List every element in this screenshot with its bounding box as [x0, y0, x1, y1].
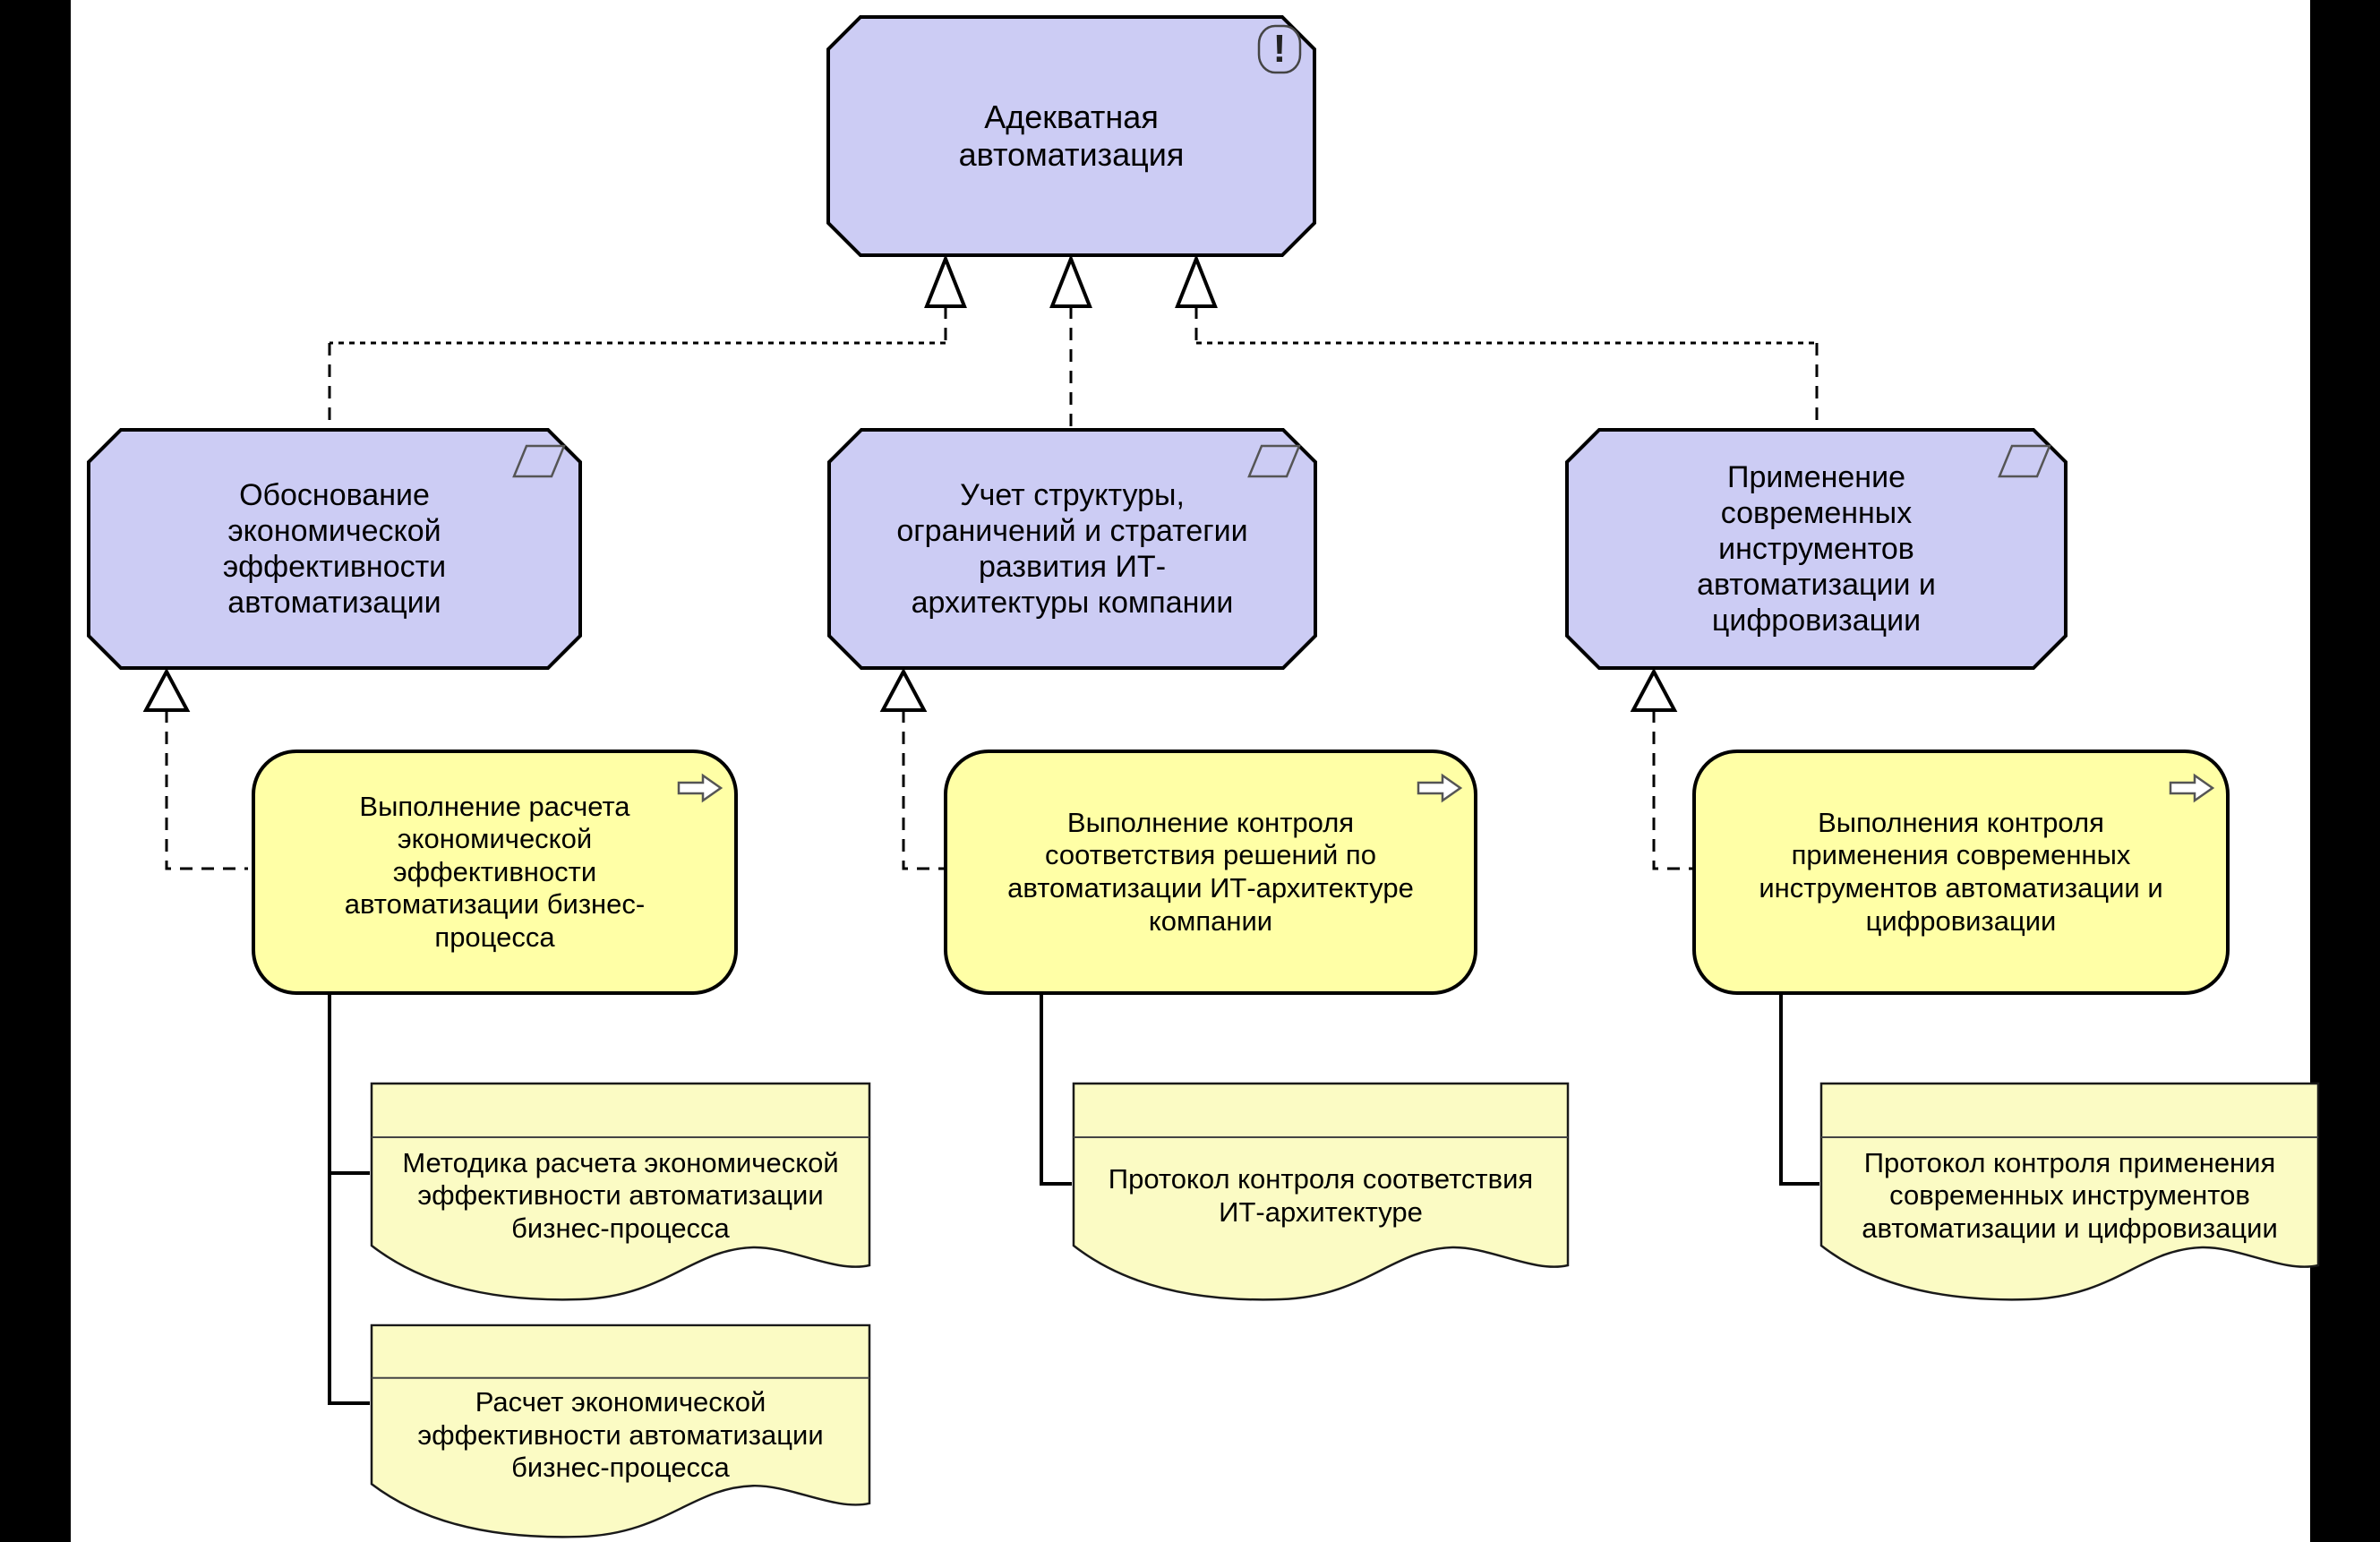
work-package-arrow-icon [1417, 773, 1463, 803]
principle-node[interactable]: ! Адекватная автоматизация [826, 15, 1316, 257]
deliverable-node-architecture-protocol[interactable]: Протокол контроля соответствия ИТ-архите… [1072, 1082, 1570, 1301]
realization-line-wp1-req1 [165, 710, 248, 870]
hollow-triangle-arrowhead [879, 667, 928, 712]
work-package-node-compliance-control[interactable]: Выполнение контроля соответствия решений… [944, 750, 1477, 995]
svg-text:!: ! [1273, 27, 1287, 71]
requirement-node-architecture[interactable]: Учет структуры, ограничений и стратегии … [827, 428, 1317, 670]
work-package-rounded-shape [944, 750, 1477, 995]
requirement-node-economic[interactable]: Обоснование экономической эффективности … [87, 428, 582, 670]
deliverable-node-calculation[interactable]: Расчет экономической эффективности автом… [370, 1324, 871, 1538]
hollow-triangle-arrowhead [1049, 253, 1092, 308]
requirement-octagon-shape [827, 428, 1317, 670]
hollow-triangle-arrowhead [142, 667, 191, 712]
work-package-arrow-icon [677, 773, 723, 803]
solid-line-wp1-deliverables [328, 995, 370, 1405]
requirement-parallelogram-icon [1247, 444, 1301, 478]
deliverable-label: Протокол контроля применения современных… [1862, 1146, 2278, 1244]
work-package-label: Выполнение расчета экономической эффекти… [344, 790, 646, 953]
solid-line-wp3-deliverable4 [1779, 995, 1819, 1186]
requirement-label: Обоснование экономической эффективности … [222, 477, 447, 621]
solid-line-wp2-deliverable3 [1040, 995, 1072, 1186]
deliverable-label: Методика расчета экономической эффективн… [402, 1146, 839, 1244]
requirement-label: Учет структуры, ограничений и стратегии … [896, 477, 1248, 621]
deliverable-label: Протокол контроля соответствия ИТ-архите… [1108, 1162, 1534, 1228]
work-package-rounded-shape [252, 750, 738, 995]
deliverable-label: Расчет экономической эффективности автом… [417, 1386, 824, 1484]
realization-line-wp3-req3 [1652, 710, 1692, 870]
work-package-rounded-shape [1692, 750, 2230, 995]
right-black-bar [2310, 0, 2380, 1542]
work-package-node-calculation[interactable]: Выполнение расчета экономической эффекти… [252, 750, 738, 995]
left-black-bar [0, 0, 71, 1542]
requirement-parallelogram-icon [512, 444, 566, 478]
principle-exclamation-icon: ! [1257, 24, 1302, 74]
work-package-arrow-icon [2169, 773, 2215, 803]
requirement-label: Применение современных инструментов авто… [1697, 459, 1936, 638]
work-package-label: Выполнения контроля применения современн… [1759, 806, 2163, 937]
hollow-triangle-arrowhead [1630, 667, 1678, 712]
hollow-triangle-arrowhead [1175, 253, 1218, 308]
deliverable-node-tools-protocol[interactable]: Протокол контроля применения современных… [1819, 1082, 2320, 1301]
work-package-node-tools-control[interactable]: Выполнения контроля применения современн… [1692, 750, 2230, 995]
requirement-octagon-shape [1565, 428, 2068, 670]
hollow-triangle-arrowhead [924, 253, 967, 308]
requirement-parallelogram-icon [1998, 444, 2051, 478]
requirement-node-tools[interactable]: Применение современных инструментов авто… [1565, 428, 2068, 670]
work-package-label: Выполнение контроля соответствия решений… [1007, 806, 1414, 937]
principle-label: Адекватная автоматизация [958, 98, 1185, 173]
realization-line-wp2-req2 [902, 710, 944, 870]
deliverable-node-methodology[interactable]: Методика расчета экономической эффективн… [370, 1082, 871, 1301]
requirement-octagon-shape [87, 428, 582, 670]
